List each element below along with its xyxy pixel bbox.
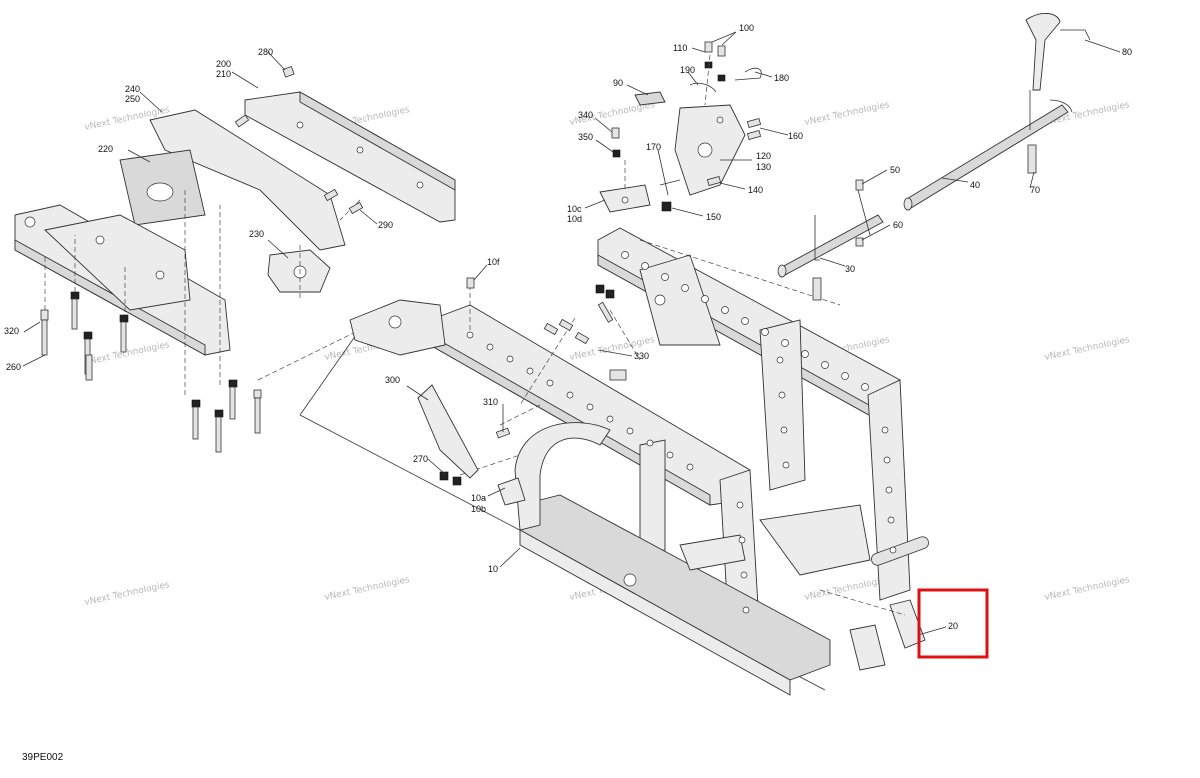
part-label[interactable]: 310 bbox=[483, 397, 498, 407]
part-label[interactable]: 210 bbox=[216, 69, 231, 79]
part-label[interactable]: 60 bbox=[893, 220, 903, 230]
svg-text:vNext Technologies: vNext Technologies bbox=[1044, 575, 1131, 603]
part-label[interactable]: 290 bbox=[378, 220, 393, 230]
svg-text:vNext Technologies: vNext Technologies bbox=[84, 580, 171, 608]
watermark: vNext Technologies bbox=[324, 575, 411, 603]
part-label[interactable]: 250 bbox=[125, 94, 140, 104]
part-label[interactable]: 340 bbox=[578, 110, 593, 120]
svg-text:vNext Technologies: vNext Technologies bbox=[324, 575, 411, 603]
part-label[interactable]: 30 bbox=[845, 264, 855, 274]
part-label[interactable]: 40 bbox=[970, 180, 980, 190]
part-label[interactable]: 160 bbox=[788, 131, 803, 141]
nut bbox=[595, 284, 605, 294]
bolt bbox=[323, 188, 339, 202]
bolt bbox=[214, 409, 224, 453]
mount-bracket-group bbox=[599, 41, 762, 213]
bolt bbox=[597, 301, 614, 323]
part-label[interactable]: 190 bbox=[680, 65, 695, 75]
part-label[interactable]: 280 bbox=[258, 47, 273, 57]
bolt bbox=[558, 318, 574, 332]
part-label-highlighted[interactable]: 20 bbox=[948, 621, 958, 631]
bolt-280 bbox=[282, 66, 295, 78]
part-label[interactable]: 10d bbox=[567, 214, 582, 224]
part-label[interactable]: 140 bbox=[748, 185, 763, 195]
part-label[interactable]: 100 bbox=[739, 23, 754, 33]
svg-text:vNext Technologies: vNext Technologies bbox=[84, 340, 171, 368]
bolt-260 bbox=[85, 354, 93, 381]
part-label[interactable]: 10c bbox=[567, 204, 582, 214]
highlight-box bbox=[917, 588, 989, 659]
part-label[interactable]: 150 bbox=[706, 212, 721, 222]
part-label[interactable]: 350 bbox=[578, 132, 593, 142]
bolt bbox=[609, 369, 627, 381]
bolt bbox=[191, 399, 201, 440]
bolt bbox=[253, 389, 262, 434]
part-label[interactable]: 110 bbox=[673, 43, 687, 53]
watermark: vNext Technologies bbox=[1044, 575, 1131, 603]
part-label[interactable]: 120 bbox=[756, 151, 771, 161]
part-label[interactable]: 330 bbox=[634, 351, 649, 361]
part-label[interactable]: 10 bbox=[488, 564, 498, 574]
bolt bbox=[119, 314, 129, 353]
bolt-310 bbox=[495, 427, 511, 439]
part-label[interactable]: 80 bbox=[1122, 47, 1132, 57]
part-label[interactable]: 170 bbox=[646, 142, 661, 152]
bolt bbox=[574, 331, 590, 345]
bolt bbox=[234, 114, 250, 128]
part-label[interactable]: 10a bbox=[471, 493, 486, 503]
watermark: vNext Technologies bbox=[804, 100, 891, 128]
part-label[interactable]: 260 bbox=[6, 362, 21, 372]
part-label[interactable]: 90 bbox=[613, 78, 623, 88]
part-label[interactable]: 220 bbox=[98, 144, 113, 154]
part-label[interactable]: 200 bbox=[216, 59, 231, 69]
main-frame bbox=[299, 227, 929, 696]
part-label[interactable]: 320 bbox=[4, 326, 19, 336]
part-label[interactable]: 180 bbox=[774, 73, 789, 83]
part-label[interactable]: 240 bbox=[125, 84, 140, 94]
rail-holes bbox=[388, 251, 897, 614]
svg-text:vNext Technologies: vNext Technologies bbox=[1044, 335, 1131, 363]
part-label[interactable]: 130 bbox=[756, 162, 771, 172]
part-label[interactable]: 300 bbox=[385, 375, 400, 385]
part-label[interactable]: 10b bbox=[471, 504, 486, 514]
part-labels: 10 10a 10b 10c 10d 10f 20 30 40 50 60 70… bbox=[4, 23, 1132, 631]
svg-text:vNext Technologies: vNext Technologies bbox=[804, 575, 891, 603]
part-label[interactable]: 230 bbox=[249, 229, 264, 239]
bolt-10f bbox=[466, 277, 475, 289]
watermark: vNext Technologies bbox=[84, 580, 171, 608]
bolt bbox=[70, 291, 80, 330]
watermark: vNext Technologies bbox=[804, 575, 891, 603]
part-label[interactable]: 10f bbox=[487, 257, 500, 267]
bolt bbox=[543, 322, 559, 336]
watermark: vNext Technologies bbox=[84, 340, 171, 368]
left-subframe bbox=[14, 66, 456, 453]
bolt-290 bbox=[348, 201, 364, 215]
part-label[interactable]: 70 bbox=[1030, 185, 1040, 195]
nut-270 bbox=[439, 471, 462, 486]
figure-code: 39PE002 bbox=[22, 752, 64, 763]
bolt bbox=[228, 379, 238, 420]
shaft-assembly bbox=[777, 13, 1091, 301]
nut bbox=[605, 289, 615, 299]
bolt-320 bbox=[40, 309, 49, 356]
watermark: vNext Technologies bbox=[1044, 335, 1131, 363]
leader-lines bbox=[22, 31, 1121, 636]
svg-text:vNext Technologies: vNext Technologies bbox=[804, 100, 891, 128]
part-label[interactable]: 270 bbox=[413, 454, 428, 464]
part-label[interactable]: 50 bbox=[890, 165, 900, 175]
